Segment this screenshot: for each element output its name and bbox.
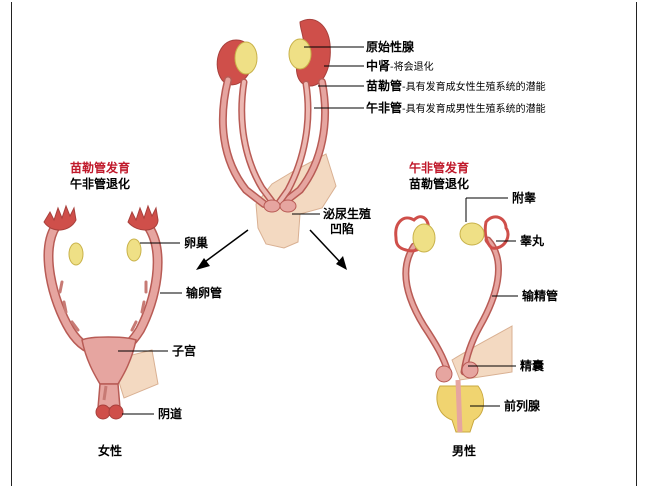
caption-female: 女性 [98,444,123,458]
left-seminal-vesicle [435,365,453,383]
female-heading-wolffian-regresses: 午非管退化 [70,177,131,191]
label-mesonephros: 中肾-将会退化 [366,59,434,75]
label-vagina: 阴道 [158,407,183,421]
right-primitive-gonad [288,38,312,70]
left-mullerian-duct-fill [220,77,267,207]
label-prostate: 前列腺 [504,399,541,413]
page-frame [11,2,637,486]
left-ovary [68,242,84,266]
vaginal-opening-left [95,404,111,420]
left-testis [412,223,436,253]
vagina [97,383,121,409]
label-mesonephros-name: 中肾 [366,59,391,73]
left-vas-deferens-fill [404,244,450,374]
label-mullerian-name: 苗勒管 [366,79,403,93]
label-seminal-vesicle: 精囊 [520,359,545,373]
label-urogenital-sinus-line1: 泌尿生殖 [323,207,372,221]
top-leader-lines [292,46,364,215]
vaginal-remnant-line [102,385,108,401]
label-wolffian-duct: 午非管-具有发育成男性生殖系统的潜能 [366,101,546,117]
right-vas-deferens-fill [462,238,501,374]
label-ovary: 卵巢 [184,236,209,250]
label-vas-deferens: 输精管 [522,289,559,303]
label-mullerian-duct: 苗勒管-具有发育成女性生殖系统的潜能 [366,79,546,95]
male-reproductive-system [394,215,513,433]
right-wolffian-duct-fill [276,82,310,206]
label-mullerian-note: -具有发育成女性生殖系统的潜能 [402,82,546,93]
label-epididymis: 附睾 [512,191,537,205]
right-testis [459,222,485,246]
male-leader-lines [465,197,518,407]
sinus-bulb-right [279,199,297,213]
female-leader-lines [118,242,182,415]
female-reproductive-system [43,204,163,420]
right-fimbriae [127,204,159,231]
label-oviduct: 输卵管 [186,286,223,300]
label-urogenital-sinus-line2: 凹陷 [330,222,355,236]
label-primitive-gonad: 原始性腺 [366,40,415,54]
urethra [455,379,463,433]
left-fimbriae [43,204,77,231]
uterus [81,336,137,385]
label-testis: 睾丸 [520,234,545,248]
label-wolffian-name: 午非管 [366,101,403,115]
regressed-wolffian-remnants [58,280,148,332]
left-primitive-gonad [234,41,258,75]
arrow-to-male [309,229,347,270]
male-heading-wolffian-develops: 午非管发育 [409,161,470,175]
caption-male: 男性 [452,444,477,458]
right-ovary [126,238,142,262]
right-seminal-vesicle [461,361,479,379]
female-heading-mullerian-develops: 苗勒管发育 [70,161,131,175]
left-wolffian-duct-fill [239,80,276,206]
sinus-bulb-left [263,199,281,213]
right-mullerian-duct-fill [279,79,328,207]
male-heading-mullerian-regresses: 苗勒管退化 [409,177,470,191]
label-wolffian-note: -具有发育成男性生殖系统的潜能 [402,104,546,115]
label-mesonephros-note: -将会退化 [390,62,434,73]
vaginal-opening-right [108,404,124,420]
arrow-to-female [196,229,249,270]
indifferent-stage [216,19,337,249]
right-epididymis [483,215,510,250]
label-uterus: 子宫 [172,344,197,358]
